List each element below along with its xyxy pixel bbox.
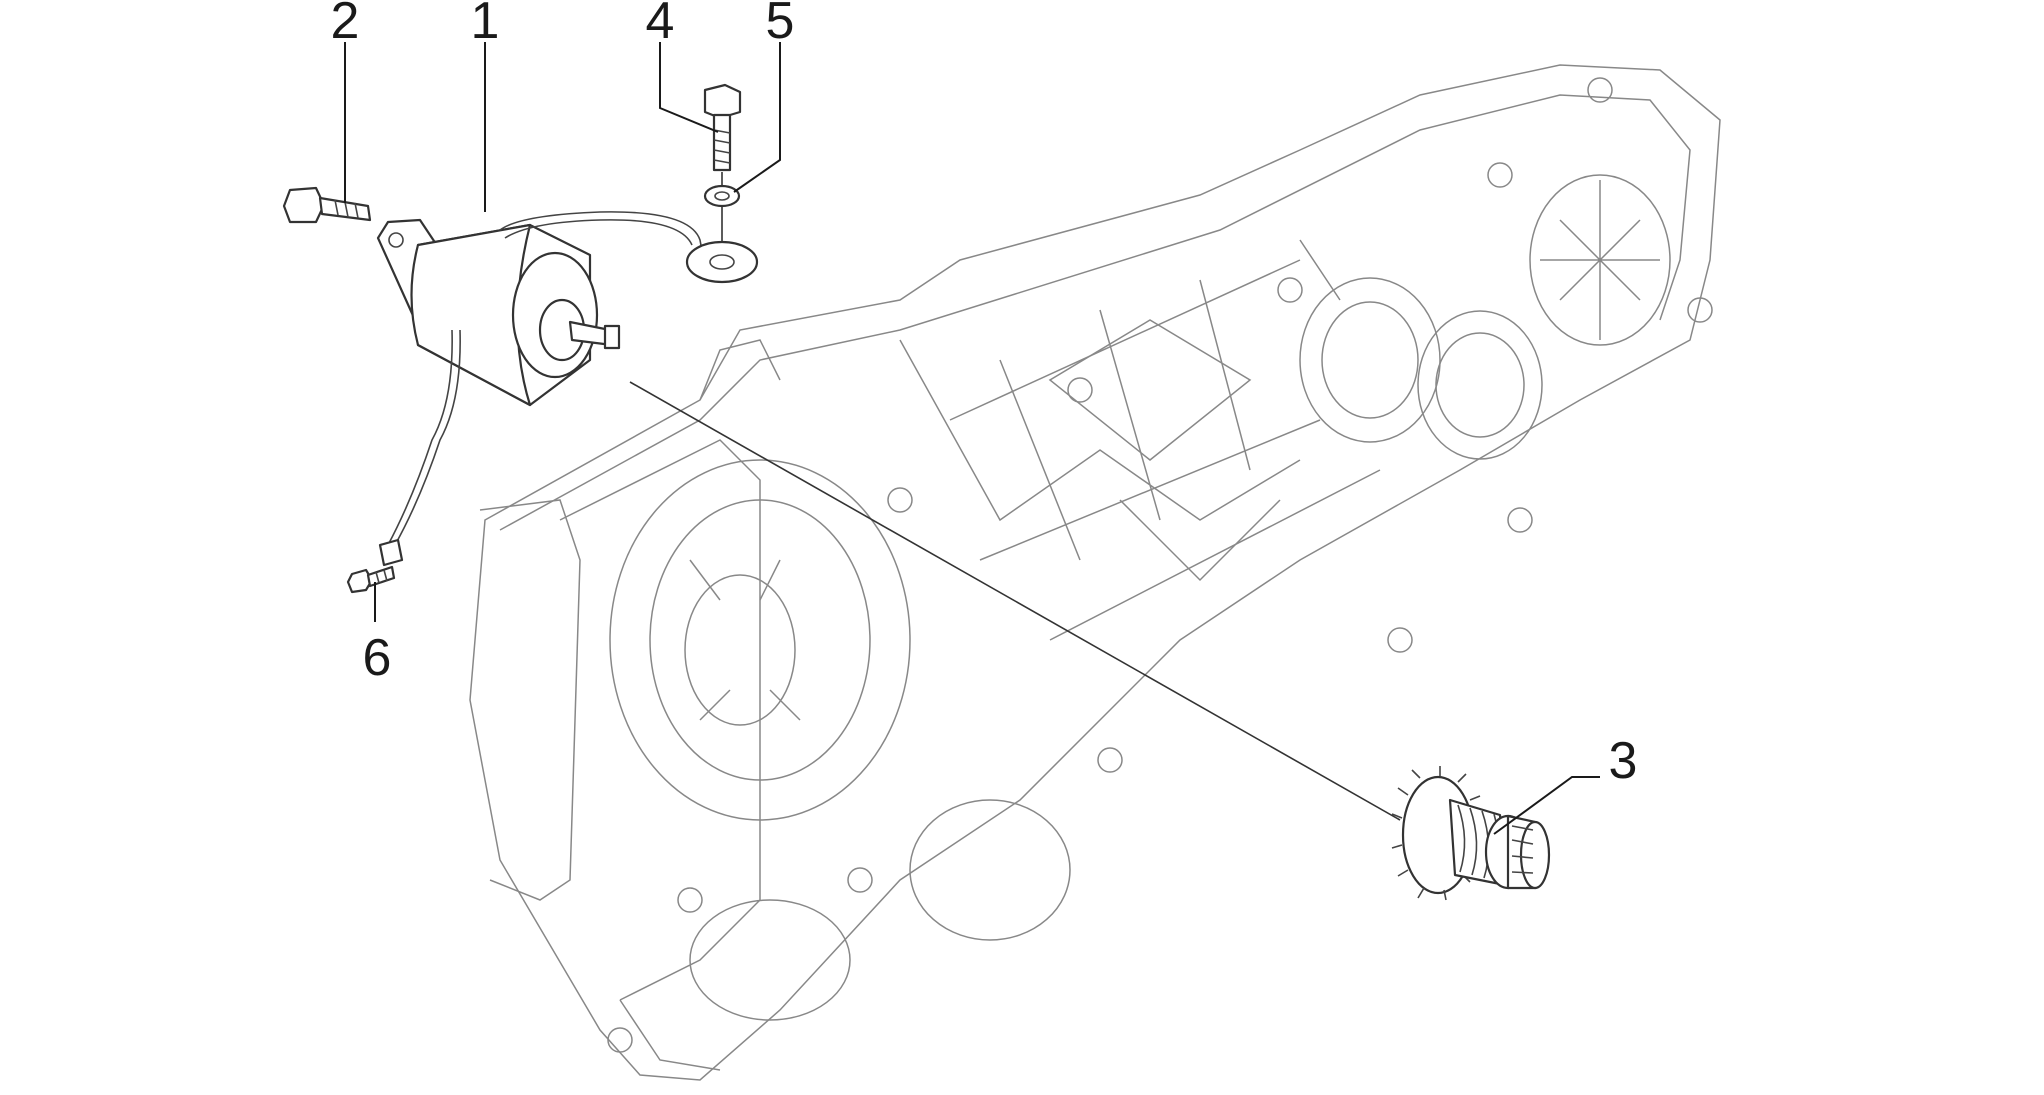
starter-motor (376, 211, 704, 567)
starter-gear (1391, 766, 1551, 901)
small-screw (346, 565, 396, 594)
callout-4: 4 (646, 0, 675, 50)
leader-5 (733, 42, 781, 193)
crankcase-housing (469, 64, 1721, 1081)
washer (685, 172, 759, 284)
callout-3: 3 (1609, 732, 1638, 790)
leader-lines (344, 42, 1600, 835)
callout-5: 5 (766, 0, 795, 50)
callout-1: 1 (471, 0, 500, 50)
callout-6: 6 (363, 629, 392, 687)
flange-bolt (282, 186, 372, 224)
leader-3 (1493, 776, 1600, 835)
leader-4 (659, 42, 719, 133)
assembly-axis-line (629, 381, 1401, 821)
callout-2: 2 (331, 0, 360, 50)
callout-labels: 1 2 3 4 5 6 (331, 0, 1638, 790)
hex-bolt (703, 83, 742, 172)
